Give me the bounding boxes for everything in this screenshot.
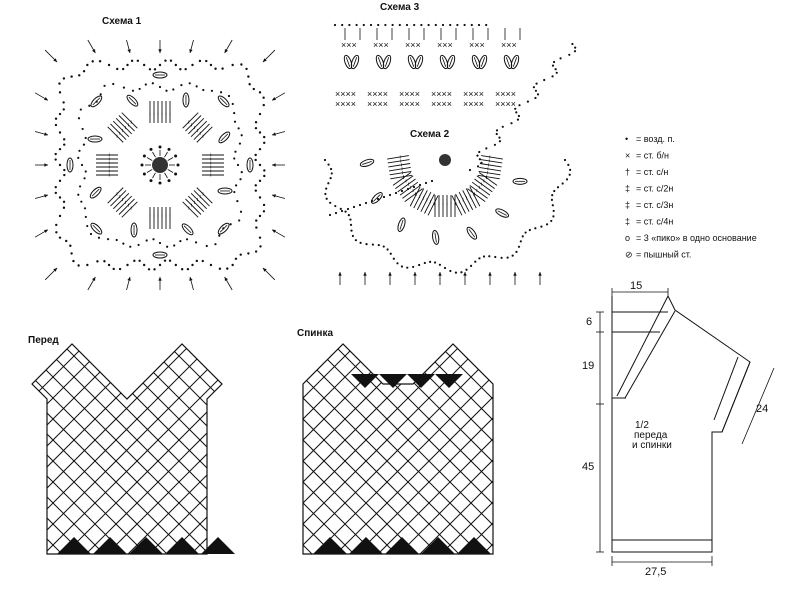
dim-sleeve: 24 xyxy=(756,403,768,415)
dim-armhole: 19 xyxy=(582,360,594,372)
label-front: переда xyxy=(634,430,668,441)
back-title: Спинка xyxy=(297,328,333,339)
front-panel: Перед xyxy=(28,335,235,555)
svg-text:××××: ×××× xyxy=(367,99,388,109)
legend-symbol: † xyxy=(625,167,630,177)
pattern-schematic: 15 6 19 24 45 27,5 1/2 переда и спинки xyxy=(582,280,775,578)
legend-label: = ст. б/н xyxy=(636,151,669,161)
svg-text:××××: ×××× xyxy=(399,89,420,99)
scheme-3-edging: Схема 3 ××××××××××××××××××××××××××××××××… xyxy=(333,2,521,109)
front-title: Перед xyxy=(28,335,59,346)
scheme-1-inner-rounds xyxy=(66,71,254,259)
svg-text:××××: ×××× xyxy=(431,89,452,99)
svg-text:××××: ×××× xyxy=(335,89,356,99)
svg-text:×××: ××× xyxy=(469,40,485,50)
dim-top: 15 xyxy=(630,280,642,292)
svg-text:××××: ×××× xyxy=(495,89,516,99)
scheme-1-center xyxy=(152,157,168,173)
svg-text:×××: ××× xyxy=(405,40,421,50)
dim-length: 45 xyxy=(582,461,594,473)
front-grid xyxy=(31,343,235,555)
scheme-2-body xyxy=(323,42,577,285)
scheme-3-title: Схема 3 xyxy=(380,2,420,13)
scheme-1-arrows xyxy=(34,39,286,291)
legend-label: = ст. с/н xyxy=(636,167,668,177)
legend-symbol: ⊘ xyxy=(625,250,633,260)
dim-bottom: 27,5 xyxy=(645,566,666,578)
svg-text:××××: ×××× xyxy=(399,99,420,109)
scheme-2-motif: Схема 2 xyxy=(323,42,577,285)
scheme-2-title: Схема 2 xyxy=(410,129,450,140)
schematic-outline xyxy=(611,295,751,553)
legend-label: = ст. с/4н xyxy=(636,217,673,227)
legend-label: = пышный ст. xyxy=(636,250,691,260)
legend-label: = возд. п. xyxy=(636,134,675,144)
svg-text:×××: ××× xyxy=(341,40,357,50)
dim-shoulder: 6 xyxy=(586,316,592,328)
svg-text:××××: ×××× xyxy=(495,99,516,109)
label-half: 1/2 xyxy=(635,420,649,431)
legend-symbol: o xyxy=(625,233,630,243)
legend-symbol: ‡ xyxy=(625,217,630,227)
svg-text:×××: ××× xyxy=(437,40,453,50)
svg-text:×××: ××× xyxy=(501,40,517,50)
legend-label: = 3 «пико» в одно основание xyxy=(636,233,757,243)
svg-text:×××: ××× xyxy=(373,40,389,50)
svg-text:××××: ×××× xyxy=(463,89,484,99)
scheme-1-motif: Схема 1 xyxy=(34,16,286,291)
legend-symbol: ‡ xyxy=(625,184,630,194)
svg-text:××××: ×××× xyxy=(367,89,388,99)
svg-text:××××: ×××× xyxy=(431,99,452,109)
legend-symbol: × xyxy=(625,151,630,161)
scheme-1-title: Схема 1 xyxy=(102,16,142,27)
symbol-legend: • = возд. п. × = ст. б/н † = ст. с/н ‡ = ст. с/… xyxy=(625,134,757,260)
svg-text:××××: ×××× xyxy=(463,99,484,109)
scheme-3-strip: ××××××××××××××××××××××××××××××××××××××××… xyxy=(333,23,521,109)
legend-symbol: • xyxy=(625,134,628,144)
svg-text:××××: ×××× xyxy=(335,99,356,109)
legend-label: = ст. с/3н xyxy=(636,200,673,210)
legend-label: = ст. с/2н xyxy=(636,184,673,194)
label-back: и спинки xyxy=(632,440,672,451)
legend-symbol: ‡ xyxy=(625,200,630,210)
scheme-1-outer-chain xyxy=(54,59,266,271)
